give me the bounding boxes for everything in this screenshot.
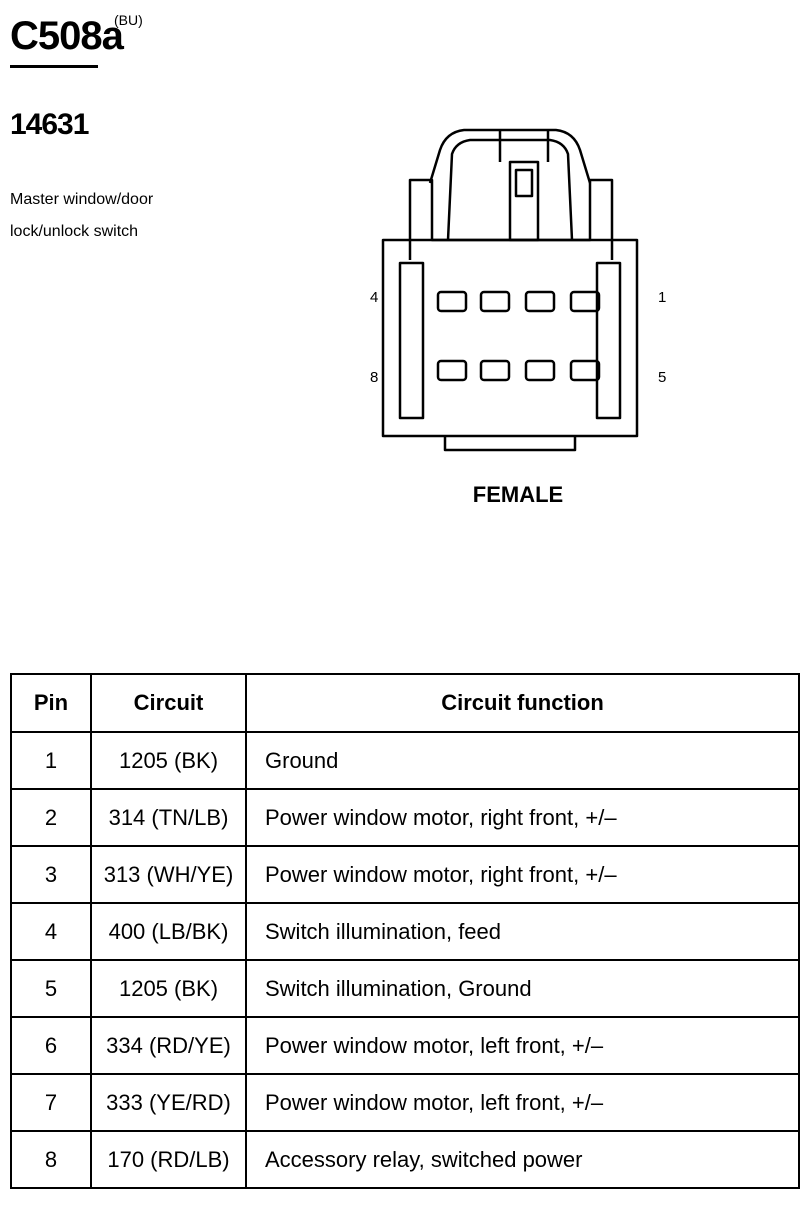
function-cell: Power window motor, right front, +/– <box>245 788 800 847</box>
function-cell: Ground <box>245 731 800 790</box>
pin-cell: 2 <box>10 788 92 847</box>
pin-cavity-8 <box>436 359 468 382</box>
function-cell: Switch illumination, Ground <box>245 959 800 1018</box>
pin-cell: 3 <box>10 845 92 904</box>
pin-cavity-1 <box>569 290 601 313</box>
function-cell: Power window motor, right front, +/– <box>245 845 800 904</box>
function-cell: Switch illumination, feed <box>245 902 800 961</box>
connector-latch-inner <box>446 138 574 241</box>
pin-cell: 6 <box>10 1016 92 1075</box>
header-circuit: Circuit <box>90 673 247 733</box>
connector-latch <box>428 128 592 184</box>
connector-color-code: (BU) <box>114 12 143 28</box>
circuit-cell: 1205 (BK) <box>90 731 247 790</box>
pin-cavity-2 <box>524 290 556 313</box>
pin-cavity-7 <box>479 359 511 382</box>
pin-cavities <box>436 290 601 382</box>
table-header-row: Pin Circuit Circuit function <box>10 673 800 733</box>
function-cell: Accessory relay, switched power <box>245 1130 800 1189</box>
pin-label-8: 8 <box>370 369 378 386</box>
pin-cavity-4 <box>436 290 468 313</box>
connector-foot <box>443 436 577 452</box>
description-line: Master window/door <box>10 191 154 208</box>
pin-cell: 8 <box>10 1130 92 1189</box>
part-number: 14631 <box>10 108 89 141</box>
pin-label-1: 1 <box>658 289 666 306</box>
description-line: lock/unlock switch <box>10 223 139 240</box>
connector-face-diagram: 4 1 8 5 FEMALE <box>370 128 666 507</box>
pin-cell: 7 <box>10 1073 92 1132</box>
function-cell: Power window motor, left front, +/– <box>245 1073 800 1132</box>
circuit-cell: 334 (RD/YE) <box>90 1016 247 1075</box>
latch-slot-inner <box>514 168 534 198</box>
connector-header: C508a <box>10 14 124 68</box>
header-circuit-function: Circuit function <box>245 673 800 733</box>
pin-cell: 1 <box>10 731 92 790</box>
connector-id: C508a <box>10 14 124 68</box>
connector-description: Master window/door lock/unlock switch <box>10 184 190 248</box>
housing-right-rib <box>595 261 622 420</box>
housing-left-rib <box>398 261 425 420</box>
pin-label-5: 5 <box>658 369 666 386</box>
pin-cavity-3 <box>479 290 511 313</box>
pin-cell: 4 <box>10 902 92 961</box>
circuit-cell: 1205 (BK) <box>90 959 247 1018</box>
circuit-cell: 400 (LB/BK) <box>90 902 247 961</box>
header-pin: Pin <box>10 673 92 733</box>
connector-housing <box>381 238 639 438</box>
circuit-cell: 314 (TN/LB) <box>90 788 247 847</box>
pin-cavity-6 <box>524 359 556 382</box>
pin-cavity-5 <box>569 359 601 382</box>
connector-gender-label: FEMALE <box>473 482 563 507</box>
function-cell: Power window motor, left front, +/– <box>245 1016 800 1075</box>
circuit-cell: 170 (RD/LB) <box>90 1130 247 1189</box>
circuit-cell: 313 (WH/YE) <box>90 845 247 904</box>
latch-slot <box>508 160 540 242</box>
circuit-cell: 333 (YE/RD) <box>90 1073 247 1132</box>
pin-label-4: 4 <box>370 289 378 306</box>
pin-cell: 5 <box>10 959 92 1018</box>
